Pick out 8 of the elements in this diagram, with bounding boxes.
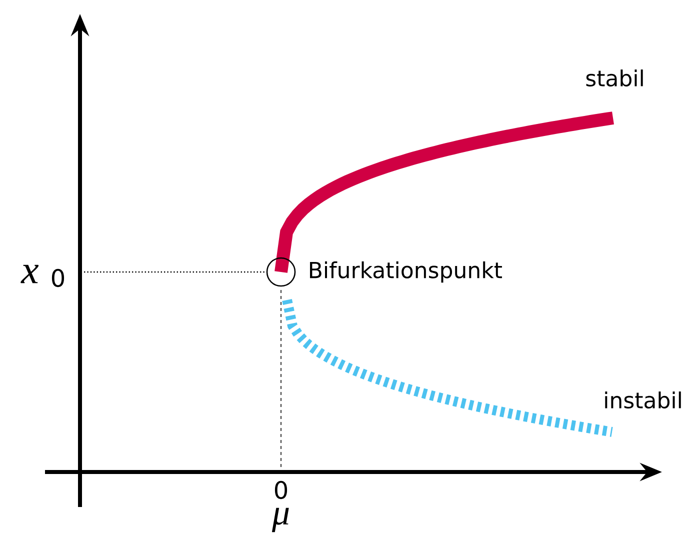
axis-symbol: μ — [272, 508, 289, 532]
branch-label: instabil — [605, 391, 681, 409]
axis-symbol: x — [20, 264, 39, 284]
point-label: Bifurkationspunkt — [310, 261, 502, 283]
tick-label: 0 — [274, 480, 288, 500]
bifurcation-circle — [266, 257, 296, 287]
tick-label: 0 — [52, 268, 64, 288]
branch-label: stabil — [586, 69, 643, 87]
